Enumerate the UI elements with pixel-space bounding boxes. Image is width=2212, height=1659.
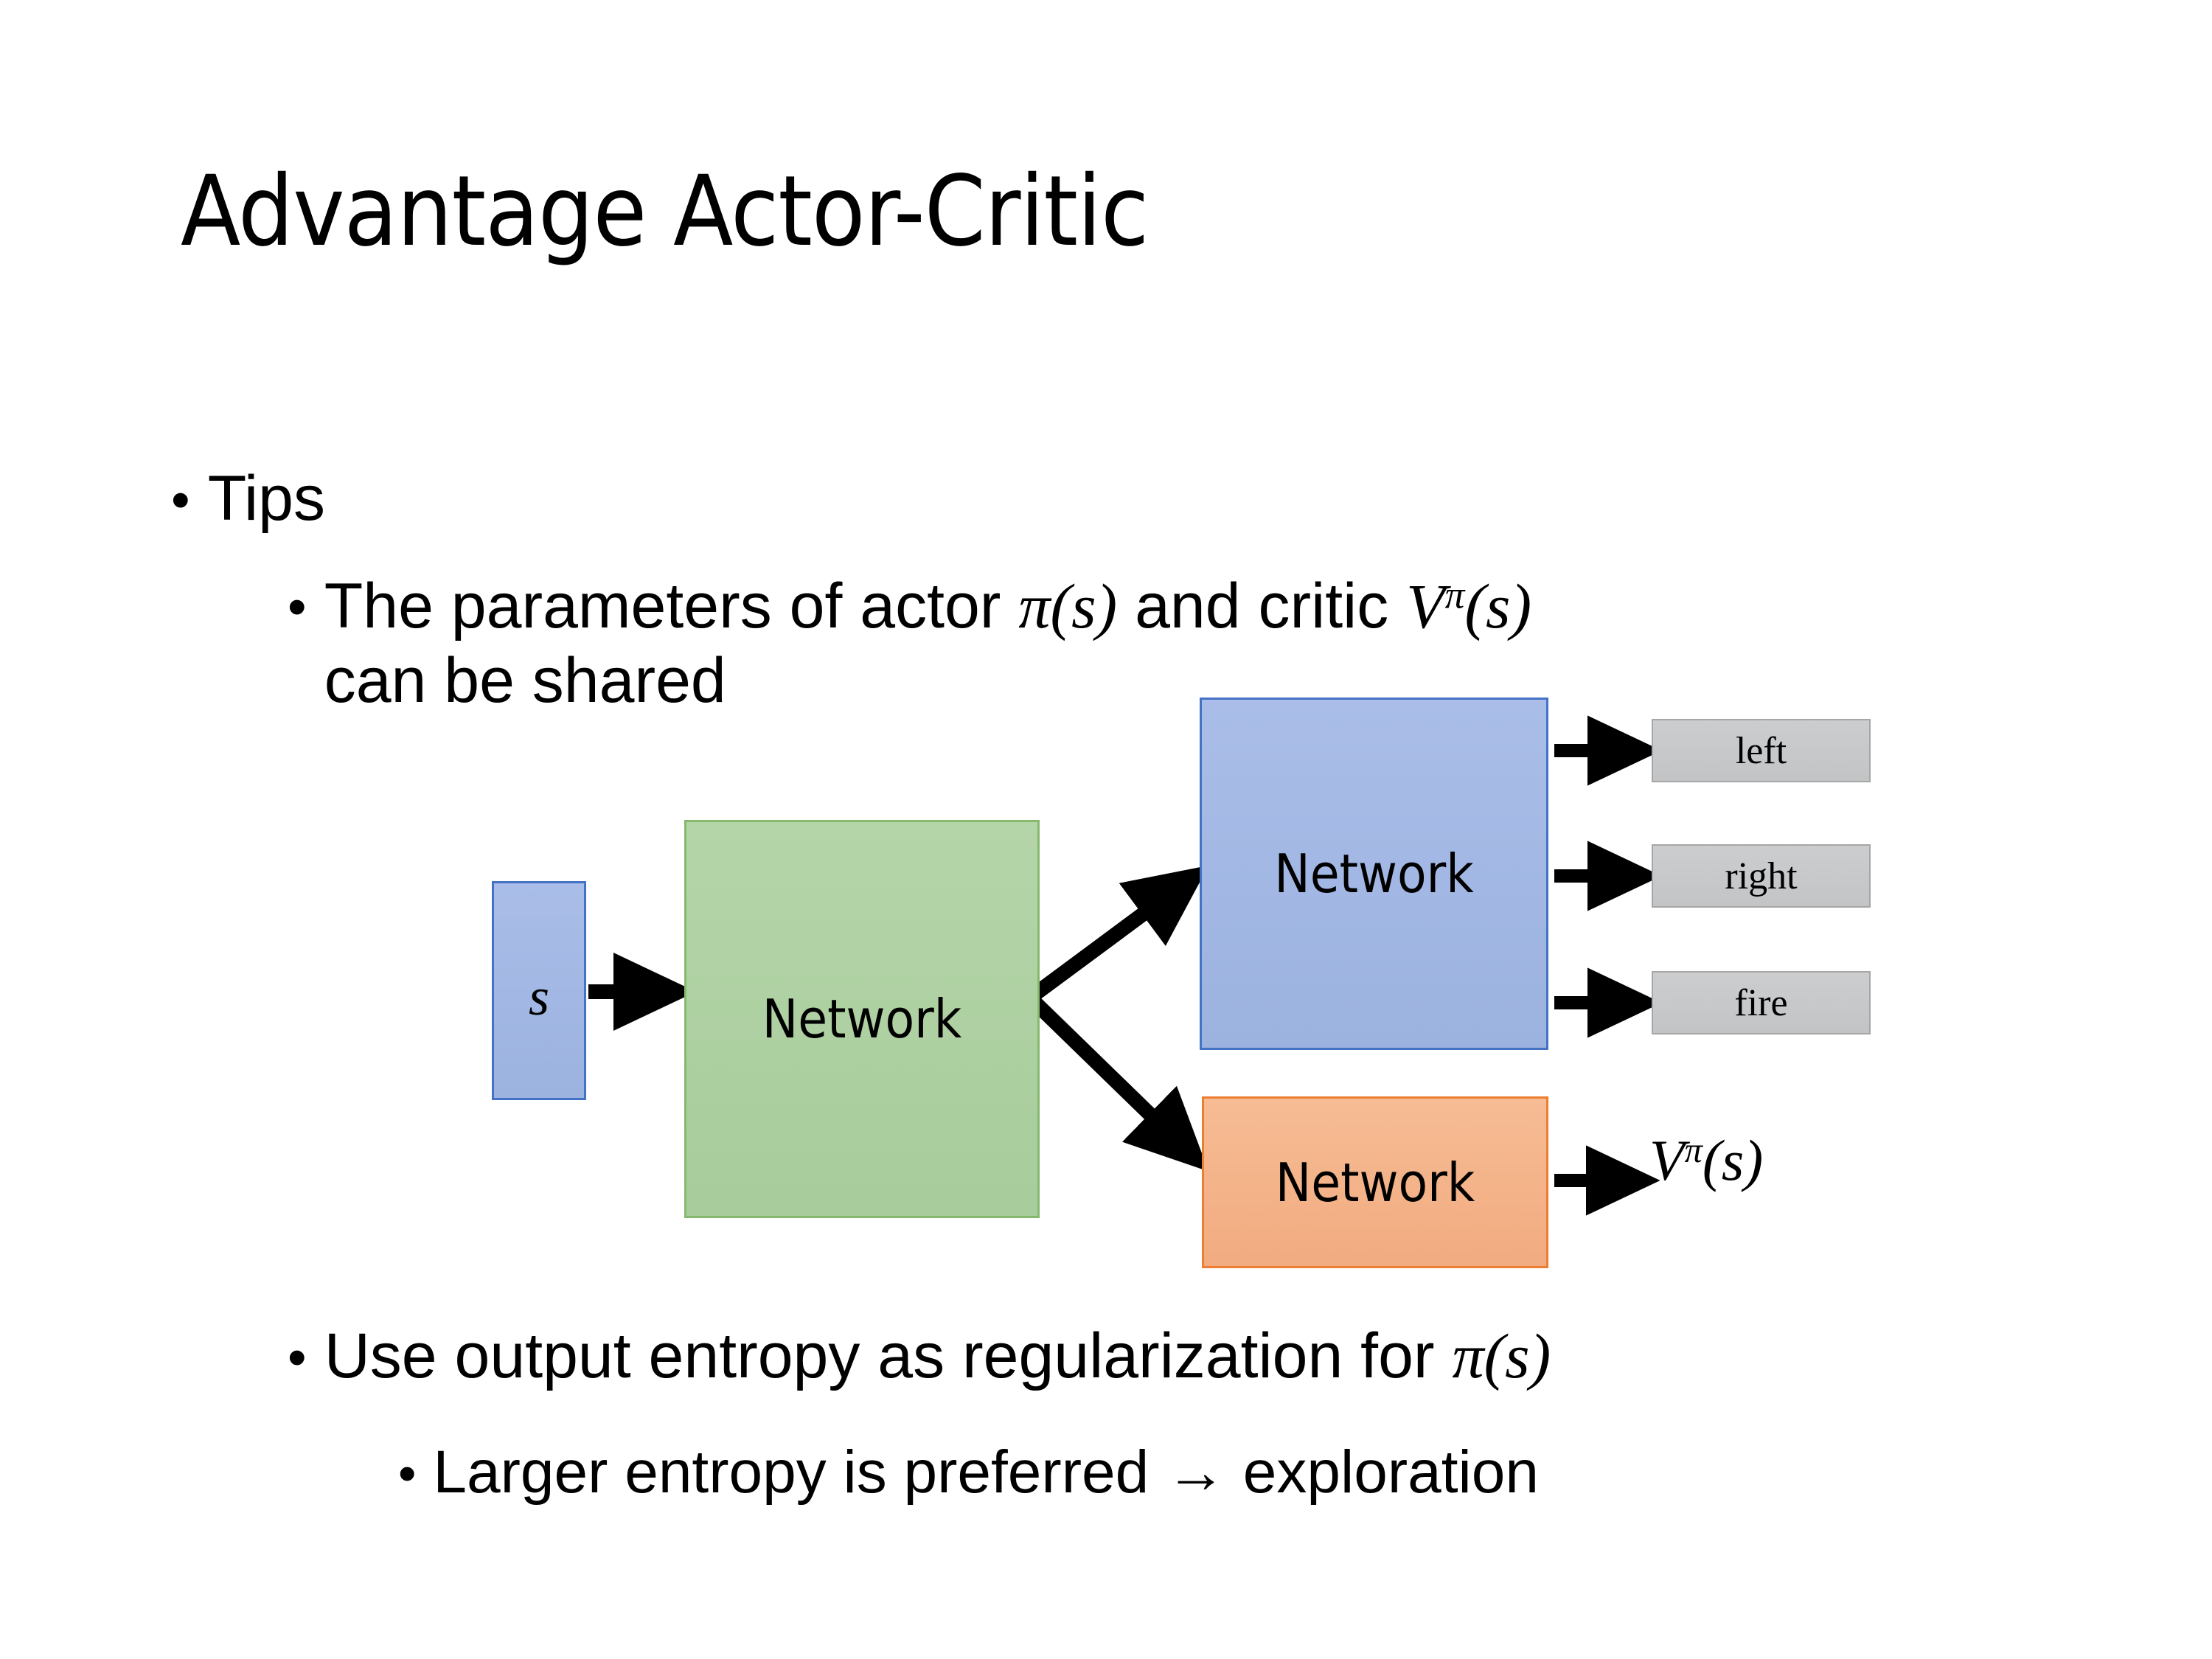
bullet-marker-icon: •	[171, 470, 190, 530]
bullet-entropy-text-1: Use output entropy as regularization for	[324, 1321, 1453, 1391]
value-base: V	[1649, 1128, 1685, 1192]
math-v-pi-of-s: Vπ(s)	[1649, 1128, 1763, 1192]
action-label-left: left	[1735, 729, 1787, 772]
actor-network-box[interactable]: Network	[1200, 698, 1548, 1050]
bullet-entropy-label: Use output entropy as regularization for…	[324, 1320, 2057, 1393]
state-label: s	[528, 967, 550, 1026]
bullet-larger-label: Larger entropy is preferred → exploratio…	[433, 1439, 1539, 1506]
critic-network-label: Network	[1275, 1151, 1475, 1214]
shared-network-box[interactable]: Network	[684, 820, 1040, 1218]
bullet-marker-icon: •	[288, 1327, 307, 1388]
action-label-right: right	[1725, 855, 1798, 897]
math-v-pi-of-s: Vπ(s)	[1406, 571, 1531, 641]
action-box-left[interactable]: left	[1652, 719, 1871, 782]
bullet-shared-label: The parameters of actor π(s) and critic …	[324, 569, 2042, 717]
page-title: Advantage Actor-Critic	[181, 155, 1149, 268]
action-box-fire[interactable]: fire	[1652, 971, 1871, 1034]
math-pi-of-s: π(s)	[1018, 571, 1118, 641]
actor-network-label: Network	[1274, 843, 1474, 905]
math-v-base: V	[1406, 571, 1445, 641]
bullet-entropy-regularization: • Use output entropy as regularization f…	[288, 1320, 2057, 1393]
bullet-larger-entropy: • Larger entropy is preferred → explorat…	[398, 1438, 2094, 1507]
bullet-shared-text-3: can be shared	[324, 644, 726, 716]
bullet-tips-label: Tips	[207, 463, 325, 534]
math-v-argument: (s)	[1464, 571, 1532, 641]
value-argument: (s)	[1702, 1128, 1764, 1192]
bullet-marker-icon: •	[288, 577, 307, 637]
bullet-tips: • Tips	[171, 462, 325, 535]
arrow-shared-to-critic	[1030, 997, 1209, 1172]
math-v-superscript: π	[1444, 572, 1465, 617]
state-input-box[interactable]: s	[492, 881, 586, 1100]
value-superscript: π	[1684, 1130, 1703, 1170]
action-label-fire: fire	[1734, 981, 1788, 1024]
bullet-marker-icon: •	[398, 1444, 417, 1502]
bullet-shared-text-1: The parameters of actor	[324, 571, 1019, 641]
critic-network-box[interactable]: Network	[1202, 1096, 1548, 1268]
math-pi-of-s: π(s)	[1452, 1321, 1551, 1391]
arrow-shared-to-actor	[1031, 865, 1209, 1001]
bullet-shared-text-2: and critic	[1117, 571, 1407, 641]
action-box-right[interactable]: right	[1652, 844, 1871, 908]
bullet-shared-parameters: • The parameters of actor π(s) and criti…	[288, 569, 2042, 717]
value-output-label: Vπ(s)	[1649, 1132, 1763, 1189]
shared-network-label: Network	[762, 988, 962, 1050]
